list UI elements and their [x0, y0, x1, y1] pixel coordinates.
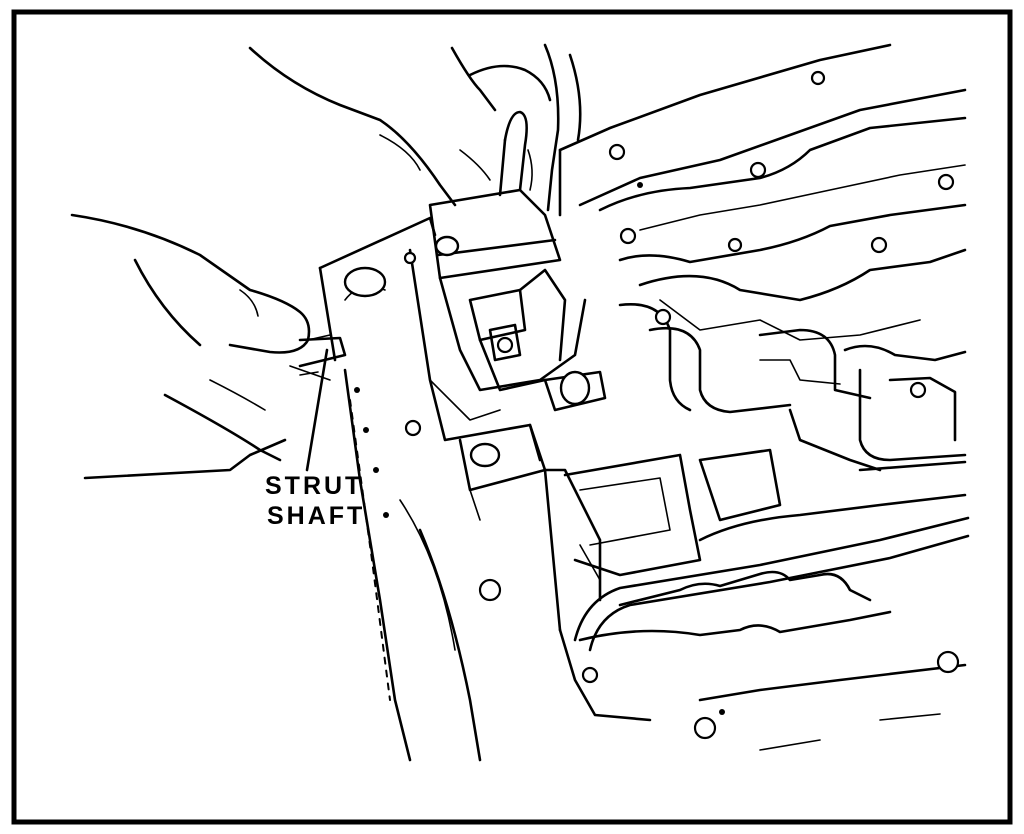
- bracket-hole-top: [343, 266, 387, 298]
- hand-right: [248, 43, 582, 212]
- hand-left: [70, 213, 347, 480]
- detent-lever-assembly: [428, 110, 607, 421]
- bracket-hole-mid: [469, 442, 501, 468]
- lever-hole: [434, 235, 460, 257]
- detent-cable: [573, 516, 970, 652]
- valve-body: [558, 43, 967, 751]
- callout-line-1: STRUT: [265, 472, 363, 500]
- bolts: [403, 70, 960, 740]
- callout-label: STRUT SHAFT: [265, 472, 365, 530]
- callout-line-2: SHAFT: [267, 502, 365, 530]
- figure-border: [11, 9, 1013, 825]
- callout-leader: [305, 348, 329, 472]
